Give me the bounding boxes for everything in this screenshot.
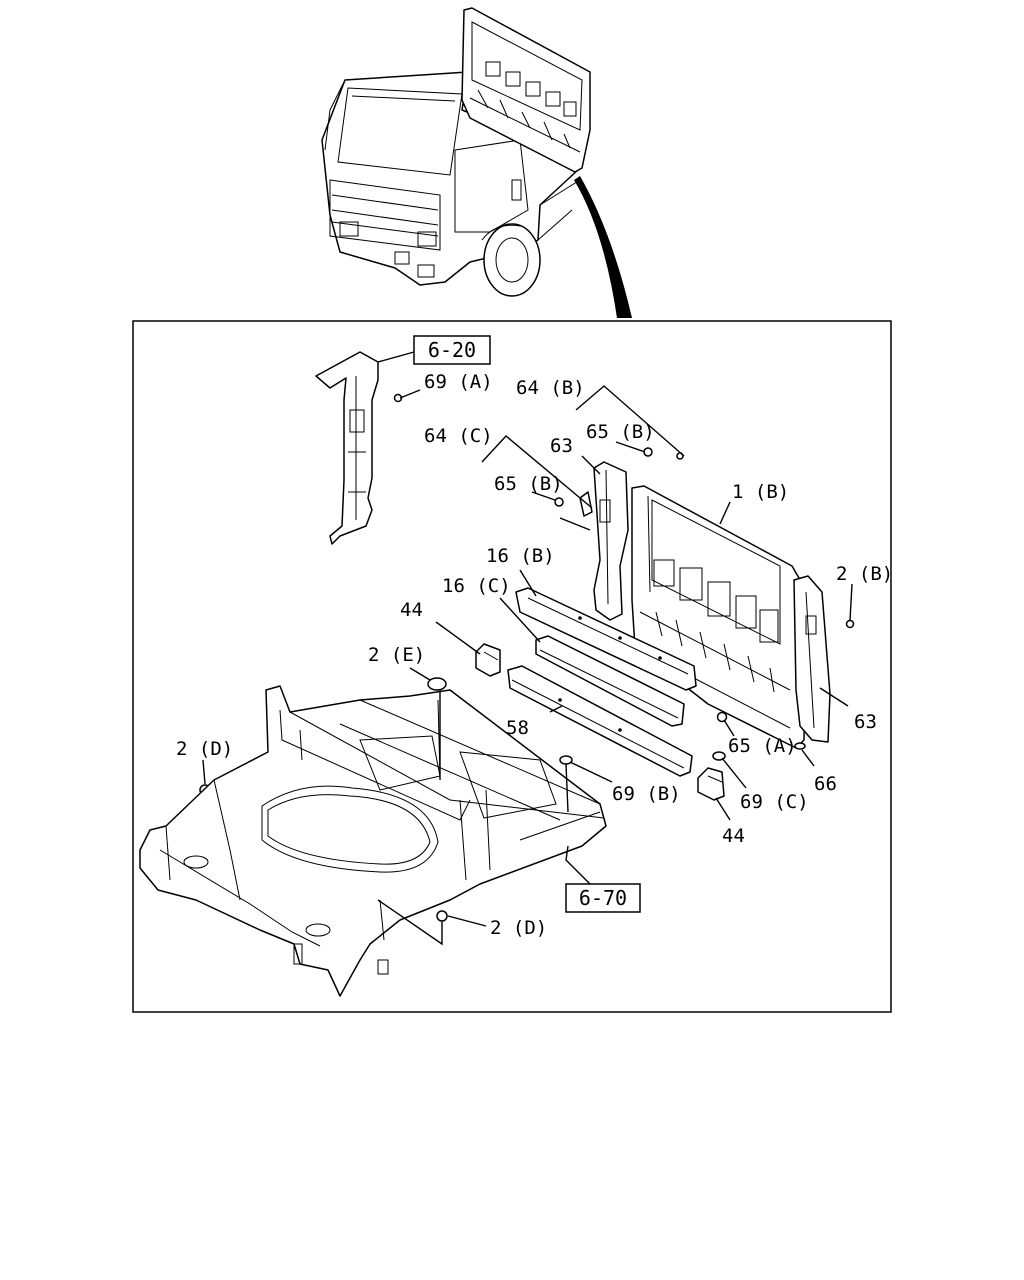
callout-2d-lower: 2 (D) bbox=[490, 917, 547, 939]
reference-label: 6-20 bbox=[428, 338, 476, 362]
callout-2d-left: 2 (D) bbox=[176, 738, 233, 760]
zoom-pointer bbox=[574, 176, 632, 318]
callout-64b: 64 (B) bbox=[516, 377, 585, 399]
callout-64c: 64 (C) bbox=[424, 425, 493, 447]
callout-2b: 2 (B) bbox=[836, 563, 893, 585]
callout-58: 58 bbox=[506, 717, 529, 739]
cross-member-58 bbox=[507, 665, 693, 777]
bolt-65a-mark bbox=[716, 711, 728, 723]
callout-69a: 69 (A) bbox=[424, 371, 493, 393]
floor-assembly bbox=[139, 685, 607, 997]
callout-69c: 69 (C) bbox=[740, 791, 809, 813]
callout-66: 66 bbox=[814, 773, 837, 795]
rear-pillar-right bbox=[793, 575, 831, 743]
rear-pillar-left bbox=[593, 461, 629, 621]
callout-69b: 69 (B) bbox=[612, 783, 681, 805]
callout-63-left: 63 bbox=[550, 435, 573, 457]
bracket-44-lower bbox=[697, 767, 725, 801]
detail-frame bbox=[132, 320, 892, 1013]
callout-16c: 16 (C) bbox=[442, 575, 511, 597]
callout-65a: 65 (A) bbox=[728, 735, 797, 757]
callout-44-lower: 44 bbox=[722, 825, 745, 847]
callout-63-right: 63 bbox=[854, 711, 877, 733]
callout-16b: 16 (B) bbox=[486, 545, 555, 567]
plug-2b-mark bbox=[845, 619, 855, 629]
callout-2e: 2 (E) bbox=[368, 644, 425, 666]
bracket-64c-mark bbox=[579, 491, 593, 517]
reference-box-6-70: 6-70 bbox=[565, 883, 641, 913]
reference-box-6-20: 6-20 bbox=[413, 335, 491, 365]
bolt-65b-upper-mark bbox=[643, 447, 653, 457]
cab-side-panel bbox=[315, 351, 379, 545]
leader-lines bbox=[202, 351, 853, 946]
rail-16c bbox=[535, 635, 685, 727]
callout-65b-lower: 65 (B) bbox=[494, 473, 563, 495]
callout-1b: 1 (B) bbox=[732, 481, 789, 503]
plug-66-mark bbox=[794, 742, 806, 750]
bracket-44-upper bbox=[475, 643, 501, 677]
bolt-65b-lower-mark bbox=[554, 497, 564, 507]
rail-16b bbox=[515, 587, 697, 691]
truck-cab-overview bbox=[321, 7, 591, 297]
plug-2e-mark bbox=[427, 677, 447, 691]
callout-65b-upper: 65 (B) bbox=[586, 421, 655, 443]
plug-2d-lower-mark bbox=[436, 910, 448, 922]
callout-44-upper: 44 bbox=[400, 599, 423, 621]
callout-labels: 1 (B) 2 (B) 2 (E) 2 (D) 2 (D) 16 (B) 16 … bbox=[176, 371, 893, 939]
reference-label: 6-70 bbox=[579, 886, 627, 910]
